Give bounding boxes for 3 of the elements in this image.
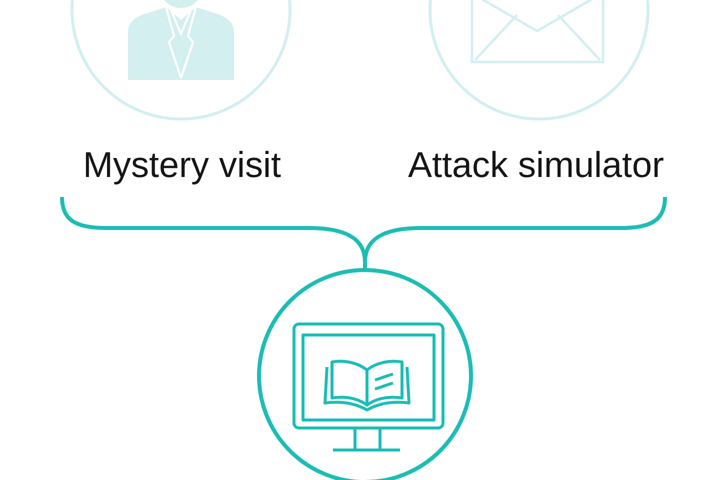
node-label: Attack simulator (408, 144, 664, 185)
node-label: Mystery visit (83, 144, 281, 185)
curly-brace (363, 196, 667, 268)
